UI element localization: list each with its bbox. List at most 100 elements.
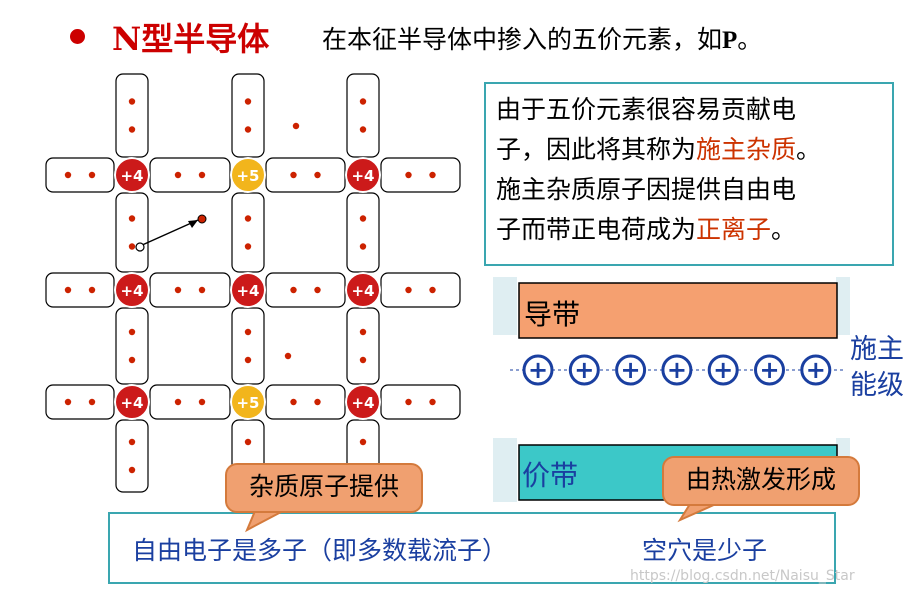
electron-dot <box>88 398 96 406</box>
electron-dot <box>198 171 206 179</box>
band-edge-right-top <box>836 277 850 335</box>
host-atom-label: +4 <box>120 167 143 185</box>
donor-ion-symbol: + <box>528 356 548 384</box>
hole-icon <box>135 242 145 252</box>
callout-impurity-source: 杂质原子提供 <box>225 463 423 513</box>
electron-dot <box>128 466 136 474</box>
electron-dot <box>174 286 182 294</box>
electron-dot <box>64 171 72 179</box>
donor-ion-icon <box>615 354 647 386</box>
donor-ion-icon <box>522 354 554 386</box>
donor-ion-symbol: + <box>759 356 779 384</box>
electron-dot <box>128 356 136 364</box>
electron-dot <box>359 215 367 222</box>
host-atom-label: +4 <box>351 167 374 185</box>
callout-thermal-excitation: 由热激发形成 <box>662 456 860 506</box>
electron-dot <box>290 398 297 406</box>
free-electron-icon <box>197 214 207 224</box>
explanation-line-3: 施主杂质原子因提供自由电 <box>496 175 797 204</box>
host-atom <box>345 157 381 193</box>
electron-dot <box>174 398 182 406</box>
band-edge-left-top <box>493 277 517 335</box>
electron-dot <box>359 98 367 105</box>
host-atom <box>345 272 381 308</box>
electron-dot <box>359 356 367 364</box>
valence-band-label: 价带 <box>522 459 578 492</box>
electron-dot <box>128 215 136 222</box>
donor-ion-symbol: + <box>806 356 826 384</box>
explanation-box: 由于五价元素很容易贡献电 子，因此将其称为施主杂质。 施主杂质原子因提供自由电 … <box>484 82 894 266</box>
electron-dot <box>244 356 252 364</box>
title-row: N型半导体 在本征半导体中掺入的五价元素，如P。 <box>0 0 908 70</box>
electron-dot <box>128 126 136 133</box>
electron-dot <box>314 286 321 294</box>
electron-dot <box>405 171 412 179</box>
electron-dot <box>244 243 252 250</box>
electron-dot <box>128 243 136 250</box>
electron-dot <box>244 328 252 336</box>
host-atom <box>114 384 150 420</box>
host-atom <box>114 272 150 308</box>
donor-ions: +++++++ <box>522 354 832 386</box>
electron-dot <box>244 215 252 222</box>
electron-dot <box>128 328 136 336</box>
conduction-band <box>518 282 838 339</box>
electron-dot <box>198 398 206 406</box>
carrier-summary-box <box>108 512 836 584</box>
electron-dot <box>290 171 297 179</box>
crystal-lattice-diagram: +4 +5 +4 +4 +4 +4 +4 +5 +4 <box>45 73 461 493</box>
electron-dot <box>359 438 367 446</box>
conduction-band-label: 导带 <box>524 298 580 331</box>
positive-ion-term: 正离子 <box>696 215 772 244</box>
host-atom <box>345 384 381 420</box>
valence-electrons <box>64 98 436 474</box>
donor-ion-symbol: + <box>621 356 641 384</box>
donor-ion-icon <box>568 354 600 386</box>
electron-dot <box>88 286 96 294</box>
explanation-line-1: 由于五价元素很容易贡献电 <box>496 95 797 124</box>
donor-atom <box>230 157 266 193</box>
electron-dot <box>128 98 136 105</box>
donor-atom-label: +5 <box>236 167 259 185</box>
donor-ion-icon <box>754 354 785 386</box>
bullet-icon <box>70 29 85 44</box>
title-description: 在本征半导体中掺入的五价元素，如P。 <box>322 20 762 56</box>
electron-dot <box>405 286 412 294</box>
host-atom-label: +4 <box>236 282 259 300</box>
electron-dot <box>244 438 252 446</box>
callout-left-tail <box>244 510 284 533</box>
electron-dot <box>405 398 412 406</box>
explanation-line-2: 子，因此将其称为施主杂质。 <box>496 135 822 164</box>
band-edge-left-bottom <box>493 438 517 502</box>
donor-ion-icon <box>800 354 832 386</box>
callout-right-tail <box>677 503 717 523</box>
watermark: https://blog.csdn.net/Naisu_Star <box>630 568 855 584</box>
host-atom <box>230 272 266 308</box>
host-atom-label: +4 <box>120 282 143 300</box>
electron-dot <box>429 171 436 179</box>
donor-atom-label: +5 <box>236 394 259 412</box>
electron-dot <box>429 398 436 406</box>
host-atom-label: +4 <box>351 394 374 412</box>
slide-title: N型半导体 <box>112 20 270 58</box>
electron-dot <box>128 438 136 446</box>
electron-dot <box>292 122 300 130</box>
electron-dot <box>359 126 367 133</box>
title-desc-element: P <box>722 27 738 54</box>
donor-ion-icon <box>707 354 739 386</box>
donor-atom <box>230 384 266 420</box>
host-atom <box>114 157 150 193</box>
electron-dot <box>64 286 72 294</box>
minority-carrier-text: 空穴是少子 <box>642 536 768 565</box>
donor-ion-symbol: + <box>667 356 687 384</box>
donor-level-label: 施主 能级 <box>850 334 904 401</box>
bond-boxes <box>45 73 461 493</box>
donor-impurity-term: 施主杂质 <box>696 135 797 164</box>
electron-dot <box>314 171 321 179</box>
host-atom-label: +4 <box>120 394 143 412</box>
electron-dot <box>429 286 436 294</box>
host-atom-label: +4 <box>351 282 374 300</box>
title-desc-suffix: 。 <box>737 25 763 54</box>
electron-dot <box>359 328 367 336</box>
